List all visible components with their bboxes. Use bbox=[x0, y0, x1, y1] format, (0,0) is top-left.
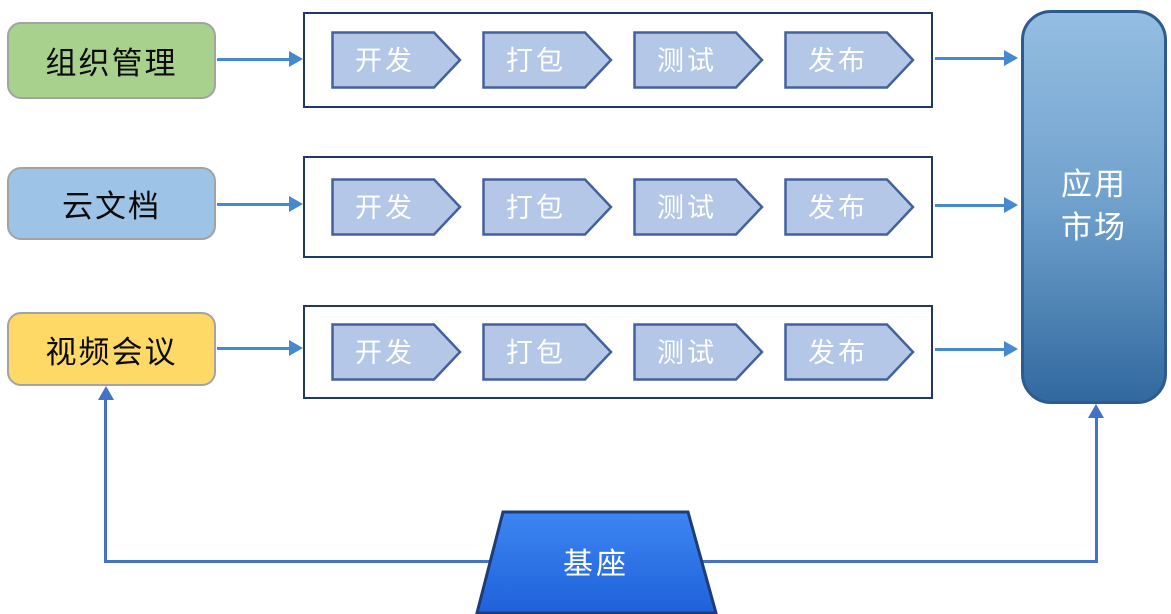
arrow-line-pipeline2-to-market bbox=[935, 204, 1006, 207]
app-market-label-line2: 市场 bbox=[1061, 210, 1127, 245]
pipeline-container-2: 开发 打包 测试 发布 bbox=[303, 156, 933, 258]
chevron-shape bbox=[482, 178, 613, 236]
source-label-cloud-docs: 云文档 bbox=[62, 189, 161, 224]
stage-label: 测试 bbox=[657, 338, 717, 368]
base-trapezoid-shape bbox=[475, 510, 718, 614]
stage-chevron-develop: 开发 bbox=[331, 178, 462, 236]
source-label-video-meeting: 视频会议 bbox=[45, 334, 178, 370]
arrow-line-pipeline3-to-market bbox=[935, 348, 1006, 351]
chevron-shape bbox=[331, 323, 462, 381]
app-market-label-line1: 应用 bbox=[1061, 167, 1127, 203]
base-trapezoid: 基座 bbox=[475, 510, 718, 614]
stage-chevron-package: 打包 bbox=[482, 323, 613, 381]
stage-label: 打包 bbox=[506, 193, 566, 223]
chevron-shape bbox=[784, 31, 915, 89]
stage-chevron-package: 打包 bbox=[482, 178, 613, 236]
source-label-org-management: 组织管理 bbox=[45, 46, 178, 81]
stage-label: 发布 bbox=[808, 193, 868, 223]
base-connector-right-horizontal bbox=[640, 560, 1098, 563]
chevron-shape bbox=[482, 31, 613, 89]
pipeline-container-3: 开发 打包 测试 发布 bbox=[303, 305, 933, 399]
chevron-shape bbox=[331, 31, 462, 89]
stage-chevron-release: 发布 bbox=[784, 323, 915, 381]
arrow-line-video-to-pipeline bbox=[217, 347, 291, 350]
stage-chevron-test: 测试 bbox=[633, 178, 764, 236]
chevron-shape bbox=[784, 178, 915, 236]
arrow-line-doc-to-pipeline bbox=[217, 203, 291, 206]
stage-label: 测试 bbox=[657, 193, 717, 223]
chevron-shape bbox=[331, 178, 462, 236]
base-connector-left-vertical bbox=[104, 398, 107, 563]
pipeline-container-1: 开发 打包 测试 发布 bbox=[303, 12, 933, 108]
arrowhead-right-icon bbox=[289, 340, 303, 356]
app-market-box: 应用 市场 bbox=[1021, 10, 1167, 404]
arrowhead-up-icon bbox=[1088, 404, 1104, 418]
stage-label: 打包 bbox=[506, 338, 566, 368]
arrowhead-right-icon bbox=[1004, 197, 1018, 213]
stage-chevron-develop: 开发 bbox=[331, 323, 462, 381]
stage-chevron-test: 测试 bbox=[633, 31, 764, 89]
stage-chevron-package: 打包 bbox=[482, 31, 613, 89]
base-connector-right-vertical bbox=[1095, 415, 1098, 563]
arrow-line-pipeline1-to-market bbox=[935, 57, 1006, 60]
arrowhead-right-icon bbox=[1004, 50, 1018, 66]
stage-label: 发布 bbox=[808, 46, 868, 76]
stage-label: 开发 bbox=[355, 46, 415, 76]
stage-chevron-release: 发布 bbox=[784, 178, 915, 236]
source-box-video-meeting: 视频会议 bbox=[7, 312, 216, 386]
chevron-shape bbox=[784, 323, 915, 381]
chevron-shape bbox=[482, 323, 613, 381]
stage-chevron-test: 测试 bbox=[633, 323, 764, 381]
arrowhead-up-icon bbox=[98, 386, 114, 400]
source-box-org-management: 组织管理 bbox=[7, 22, 216, 99]
stage-label: 打包 bbox=[506, 46, 566, 76]
chevron-shape bbox=[633, 31, 764, 89]
base-connector-left-horizontal bbox=[104, 560, 600, 563]
source-box-cloud-docs: 云文档 bbox=[7, 167, 216, 240]
chevron-shape bbox=[633, 323, 764, 381]
chevron-shape bbox=[633, 178, 764, 236]
base-label: 基座 bbox=[563, 548, 629, 581]
stage-chevron-develop: 开发 bbox=[331, 31, 462, 89]
stage-label: 开发 bbox=[355, 193, 415, 223]
arrow-line-org-to-pipeline bbox=[217, 58, 291, 61]
arrowhead-right-icon bbox=[1004, 341, 1018, 357]
arrowhead-right-icon bbox=[289, 51, 303, 67]
stage-label: 测试 bbox=[657, 46, 717, 76]
stage-label: 开发 bbox=[355, 338, 415, 368]
stage-label: 发布 bbox=[808, 338, 868, 368]
arrowhead-right-icon bbox=[289, 196, 303, 212]
stage-chevron-release: 发布 bbox=[784, 31, 915, 89]
